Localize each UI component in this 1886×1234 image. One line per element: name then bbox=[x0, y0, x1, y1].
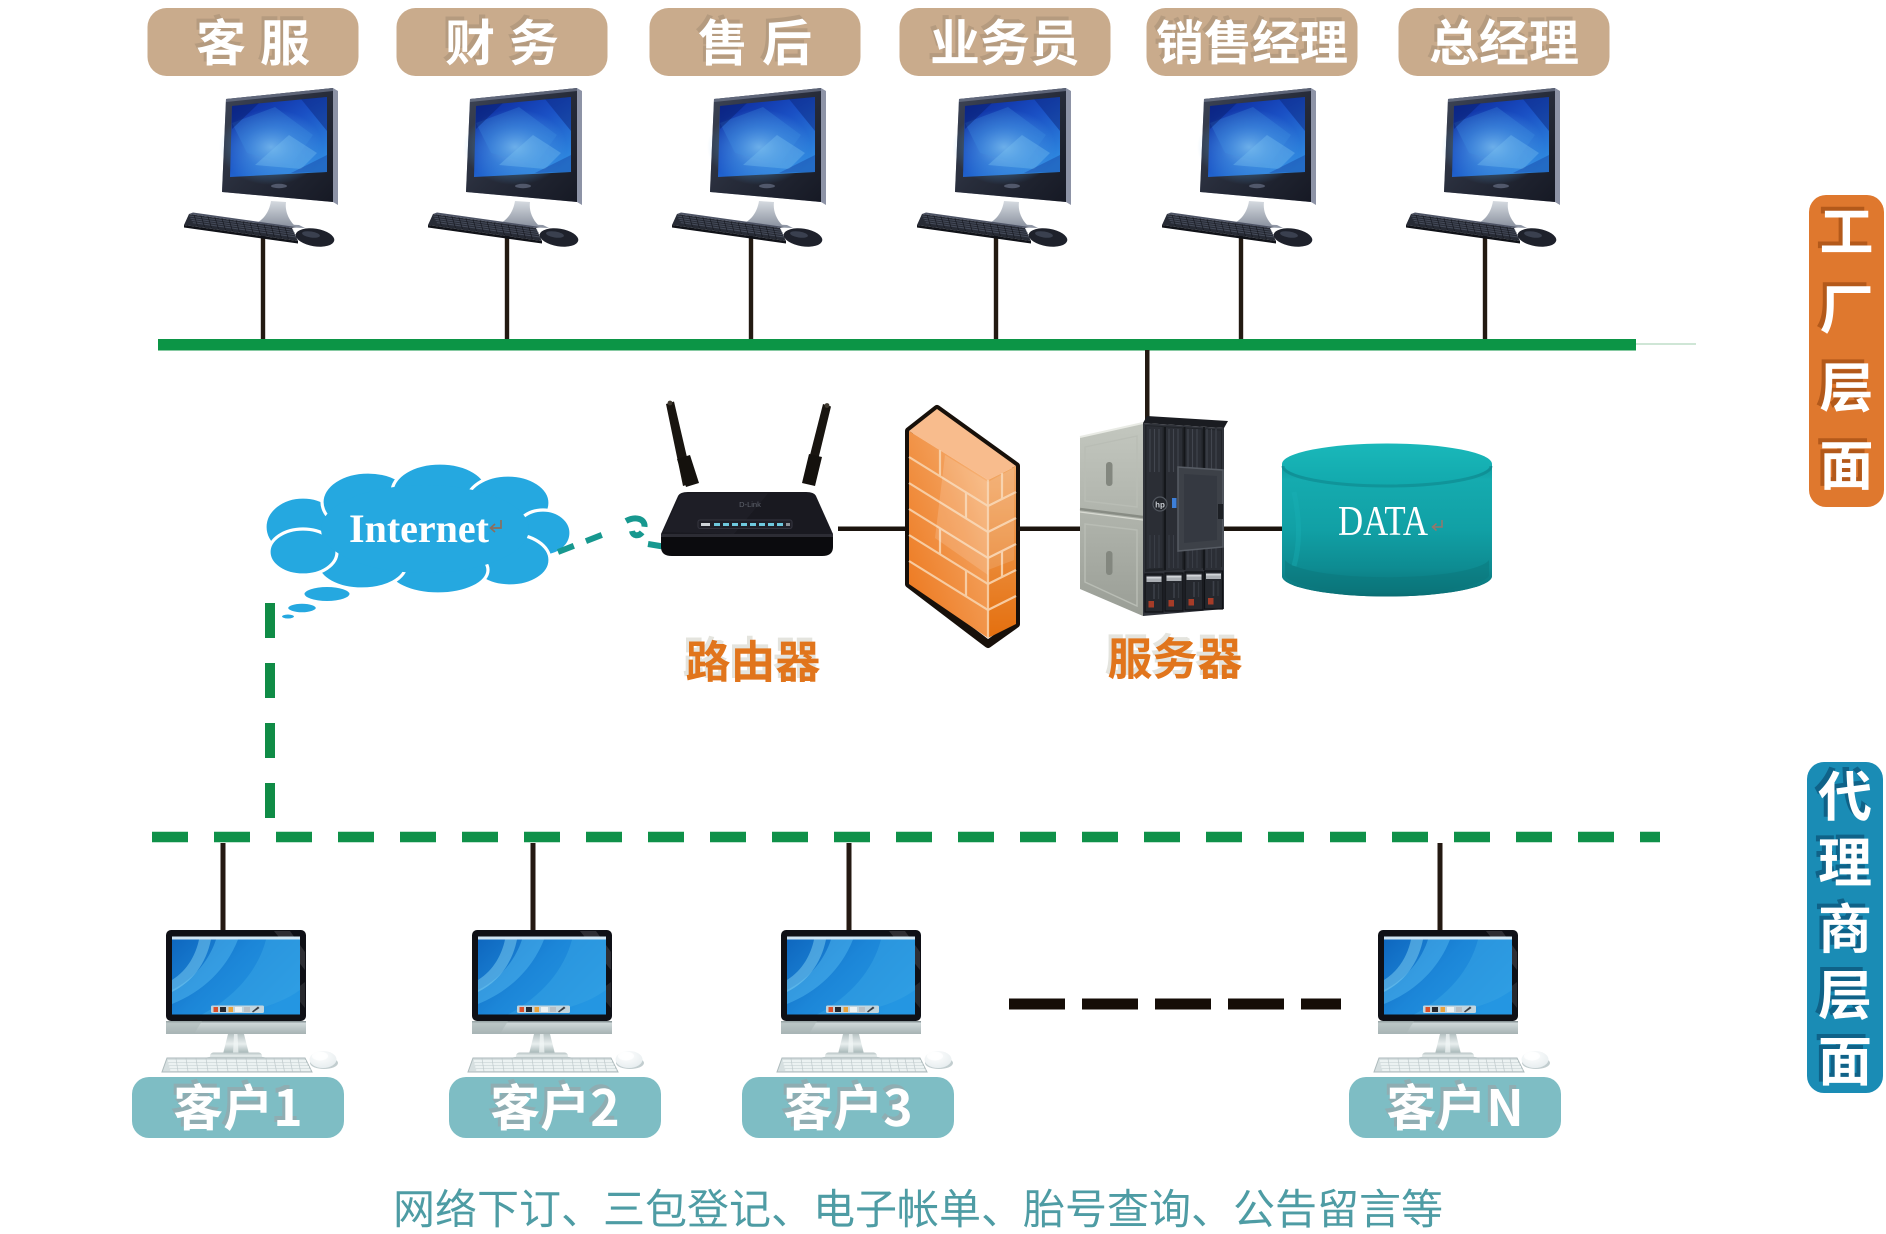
svg-text:DATA: DATA bbox=[1338, 499, 1429, 545]
svg-text:hp: hp bbox=[1155, 501, 1165, 510]
svg-text:Internet: Internet bbox=[349, 506, 490, 551]
svg-text:D-Link: D-Link bbox=[739, 500, 761, 509]
